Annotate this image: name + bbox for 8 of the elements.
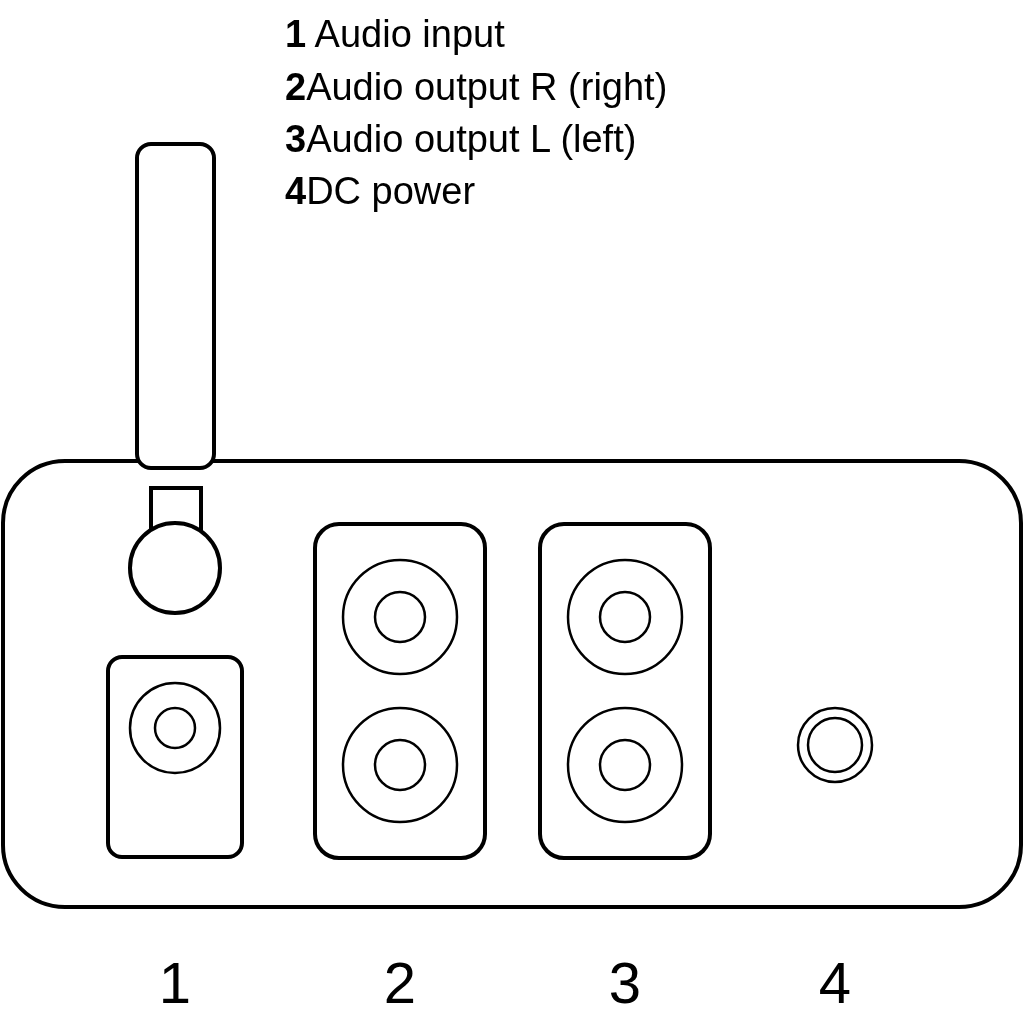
callout-number: 2 [382, 950, 418, 1016]
key-entry: 2Audio output R (right) [285, 65, 668, 110]
key-entry: 3Audio output L (left) [285, 117, 637, 162]
key-entry: 4DC power [285, 169, 476, 214]
callout-number: 3 [607, 950, 643, 1016]
callout-number: 4 [817, 950, 853, 1016]
callout-number: 1 [157, 950, 193, 1016]
key-entry: 1 Audio input [285, 12, 505, 57]
